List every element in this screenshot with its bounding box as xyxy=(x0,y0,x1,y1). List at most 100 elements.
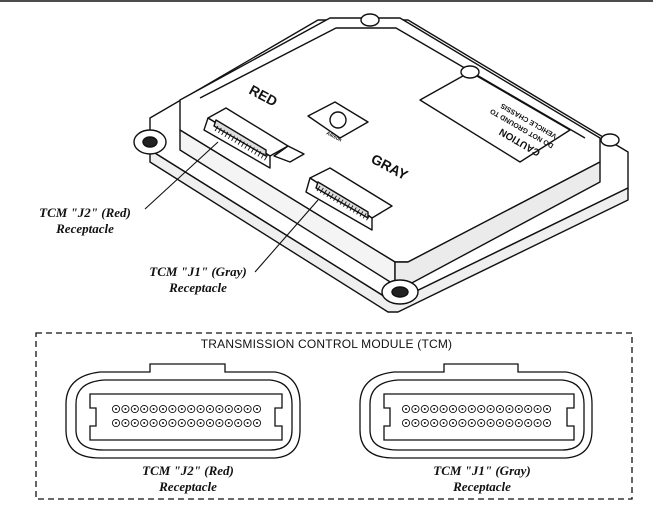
connector-j2-pin-center xyxy=(143,408,146,410)
connector-j2-pin-center xyxy=(115,408,117,410)
connector-j1-pin-center xyxy=(508,408,511,410)
mount-boss-right-top xyxy=(460,65,480,79)
callout-j2: TCM "J2" (Red) Receptacle xyxy=(20,205,150,237)
panel-caption-j1-line2: Receptacle xyxy=(453,479,511,494)
module-j2-iso-pin xyxy=(257,151,262,157)
connector-j1-pin-center xyxy=(536,422,539,424)
connector-j2-pin-field xyxy=(89,393,283,441)
module-j1-iso-pin xyxy=(323,189,327,196)
connector-j2-pin-center xyxy=(133,408,136,410)
callout-j1-line1: TCM "J1" (Gray) xyxy=(149,264,247,279)
connector-j1-pin-center xyxy=(508,422,511,424)
connector-j2-pin-center xyxy=(227,408,230,410)
connector-j1-pin-center xyxy=(433,422,436,424)
connector-j1-pin-center xyxy=(405,408,407,410)
connector-j1-pin-center xyxy=(536,408,539,410)
connector-j2-pin-center xyxy=(152,408,155,410)
connector-j1-pin-center xyxy=(442,408,445,410)
tcm-panel-border xyxy=(35,332,633,500)
connector-j1-pin-center xyxy=(433,408,436,410)
connector-j1-pin-center xyxy=(480,422,483,424)
module-j2-iso-pin xyxy=(244,143,249,149)
connector-j2-pin-center xyxy=(256,422,258,424)
panel-caption-j2-line1: TCM "J2" (Red) xyxy=(142,463,234,478)
connector-j1-pin-center xyxy=(480,408,483,410)
module-j1-iso-pin xyxy=(329,193,334,200)
connector-j2-pin-center xyxy=(190,422,193,424)
module-j1-iso-pin xyxy=(339,199,344,205)
connector-j1-pin-center xyxy=(461,422,464,424)
connector-j1-pin-center xyxy=(470,408,473,410)
module-j2-iso-pin xyxy=(231,135,235,141)
module-j1-iso-pin xyxy=(326,191,331,198)
connector-j2-pin-center xyxy=(180,408,183,410)
module-j1-iso-pin xyxy=(362,213,367,219)
connector-j2-pins xyxy=(111,404,262,428)
module-j1-iso-pin xyxy=(359,211,364,217)
module-j1-iso-pin xyxy=(319,187,324,194)
module-j1-iso-pin xyxy=(336,197,341,203)
connector-j2-pin-center xyxy=(171,408,174,410)
connector-j2-pin-center xyxy=(162,422,164,424)
connector-j2-pin-center xyxy=(124,408,127,410)
module-j2-iso-pin xyxy=(260,153,265,159)
connector-j2-pin-center xyxy=(246,408,249,410)
connector-j1-pin-center xyxy=(470,422,473,424)
connector-j1-pin-center xyxy=(517,408,520,410)
panel-caption-j2-line2: Receptacle xyxy=(159,479,217,494)
module-j2-iso-pin xyxy=(264,155,268,161)
module-ridge-line xyxy=(199,27,586,139)
connector-j2-pin-center xyxy=(218,422,221,424)
connector-j1-pin-field xyxy=(383,393,575,441)
connector-j2-pin-center xyxy=(218,408,221,410)
logo-emblem xyxy=(329,111,347,129)
connector-j1-pin-center xyxy=(442,422,445,424)
connector-j2-pin-center xyxy=(227,422,230,424)
connector-j1-pin-center xyxy=(489,408,492,410)
connector-j2-pin-center xyxy=(199,408,202,410)
panel-caption-j1-line1: TCM "J1" (Gray) xyxy=(433,463,531,478)
module-j2-iso-pin xyxy=(234,137,239,143)
connector-j2-pin-center xyxy=(124,422,127,424)
callout-j1: TCM "J1" (Gray) Receptacle xyxy=(128,264,268,296)
module-j1-iso-pin xyxy=(346,203,351,209)
connector-j1-pin-center xyxy=(423,408,426,410)
panel-title: TRANSMISSION CONTROL MODULE (TCM) xyxy=(200,337,453,351)
tcm-module-drawing xyxy=(133,13,629,313)
connector-j2-pin-center xyxy=(237,422,240,424)
mount-hole-bottom xyxy=(391,286,409,298)
logo-badge xyxy=(307,101,369,139)
module-j1-iso-pin xyxy=(349,205,354,211)
panel-caption-j1: TCM "J1" (Gray) Receptacle xyxy=(402,463,562,495)
connector-j1-pin-center xyxy=(527,408,530,410)
connector-j2-pin-center xyxy=(256,408,258,410)
module-j2-iso-pin xyxy=(224,131,229,138)
connector-j2-pin-center xyxy=(180,422,183,424)
module-j2-iso-pin xyxy=(247,145,252,151)
mount-boss-top xyxy=(360,13,380,27)
connector-j1-pin-center xyxy=(527,422,530,424)
connector-j2-pin-center xyxy=(246,422,249,424)
module-j1-iso-pin xyxy=(366,215,370,221)
leader-line-j2 xyxy=(144,141,219,210)
connector-j1-pin-center xyxy=(517,422,520,424)
connector-j2-pin-center xyxy=(115,422,117,424)
module-j2-iso-pin xyxy=(217,127,222,134)
module-j2-iso-pin xyxy=(237,139,242,145)
module-j1-iso-pin xyxy=(343,201,347,207)
connector-j1-pin-center xyxy=(499,422,501,424)
callout-j2-line2: Receptacle xyxy=(56,221,114,236)
connector-j2-pin-center xyxy=(152,422,155,424)
module-j2-iso-pin xyxy=(221,129,225,136)
module-connector-j2 xyxy=(203,107,305,169)
mount-hole-left xyxy=(142,136,158,148)
module-j2-iso-pin xyxy=(241,141,245,147)
connector-j1-pin-center xyxy=(499,408,501,410)
panel-caption-j2: TCM "J2" (Red) Receptacle xyxy=(108,463,268,495)
connector-j1-pin-center xyxy=(414,408,417,410)
connector-j2-pin-center xyxy=(199,422,202,424)
module-j1-iso-pin xyxy=(333,195,337,201)
connector-j2-pin-center xyxy=(209,408,211,410)
connector-j1-pin-center xyxy=(461,408,464,410)
